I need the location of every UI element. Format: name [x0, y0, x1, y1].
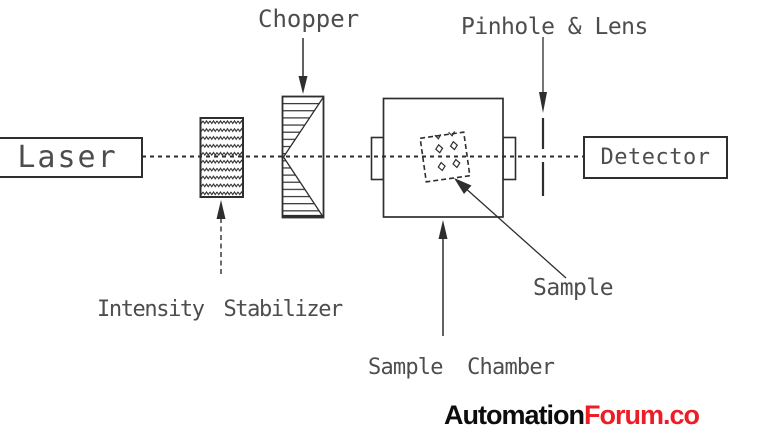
chopper-label: Chopper: [258, 5, 360, 33]
detector-box: Detector: [583, 136, 728, 179]
intensity-stabilizer-pointer-arrow: [216, 200, 226, 274]
chamber-body: [382, 97, 504, 218]
intensity-stabilizer-label: Intensity Stabilizer: [97, 297, 343, 322]
intensity-stabilizer-element: [199, 117, 244, 198]
sample-chamber-label: Sample Chamber: [368, 355, 555, 380]
laser-label: Laser: [17, 140, 118, 175]
detector-label: Detector: [600, 145, 711, 170]
pinhole-lens-label: Pinhole & Lens: [461, 14, 648, 40]
laser-box: Laser: [0, 137, 143, 178]
pinhole-pointer-arrow: [539, 37, 547, 113]
sample-chamber-box: [370, 97, 517, 218]
sample-element: [419, 131, 471, 183]
branding-watermark: AutomationForum.co: [444, 400, 700, 431]
sample-apertures: [434, 131, 461, 172]
sample-chamber-pointer-arrow: [438, 220, 448, 336]
branding-accent-text: Forum.co: [583, 400, 700, 430]
sample-pointer-arrow: [454, 178, 567, 279]
chamber-left-port: [370, 136, 385, 181]
chopper-pointer-arrow: [298, 38, 308, 94]
branding-primary-text: Automation: [444, 400, 585, 430]
sample-label: Sample: [533, 275, 614, 301]
chamber-right-port: [502, 136, 517, 181]
